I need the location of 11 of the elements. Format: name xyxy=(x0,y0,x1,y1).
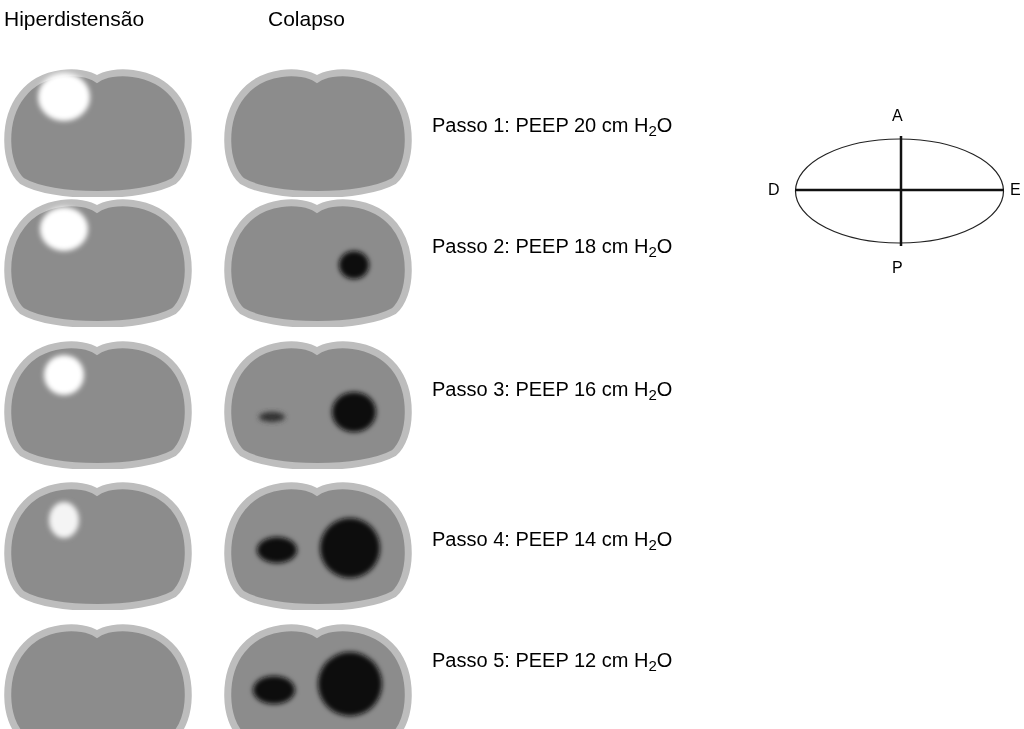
step-label: Passo 1: PEEP 20 cm H$_{2}$O xyxy=(432,113,673,138)
step-label: Passo 4: PEEP 14 cm H$_{2}$O xyxy=(432,527,673,552)
direction-letter: P xyxy=(892,258,903,278)
step-label: Passo 2: PEEP 18 cm H$_{2}$O xyxy=(432,234,673,259)
column-heading: Hiperdistensão xyxy=(4,6,145,32)
direction-letter: D xyxy=(768,180,780,200)
step-label: Passo 5: PEEP 12 cm H$_{2}$O xyxy=(432,648,673,673)
step-label: Passo 3: PEEP 16 cm H$_{2}$O xyxy=(432,377,673,402)
direction-letter: A xyxy=(892,106,903,126)
direction-letter: E xyxy=(1010,180,1021,200)
column-heading: Colapso xyxy=(268,6,346,32)
